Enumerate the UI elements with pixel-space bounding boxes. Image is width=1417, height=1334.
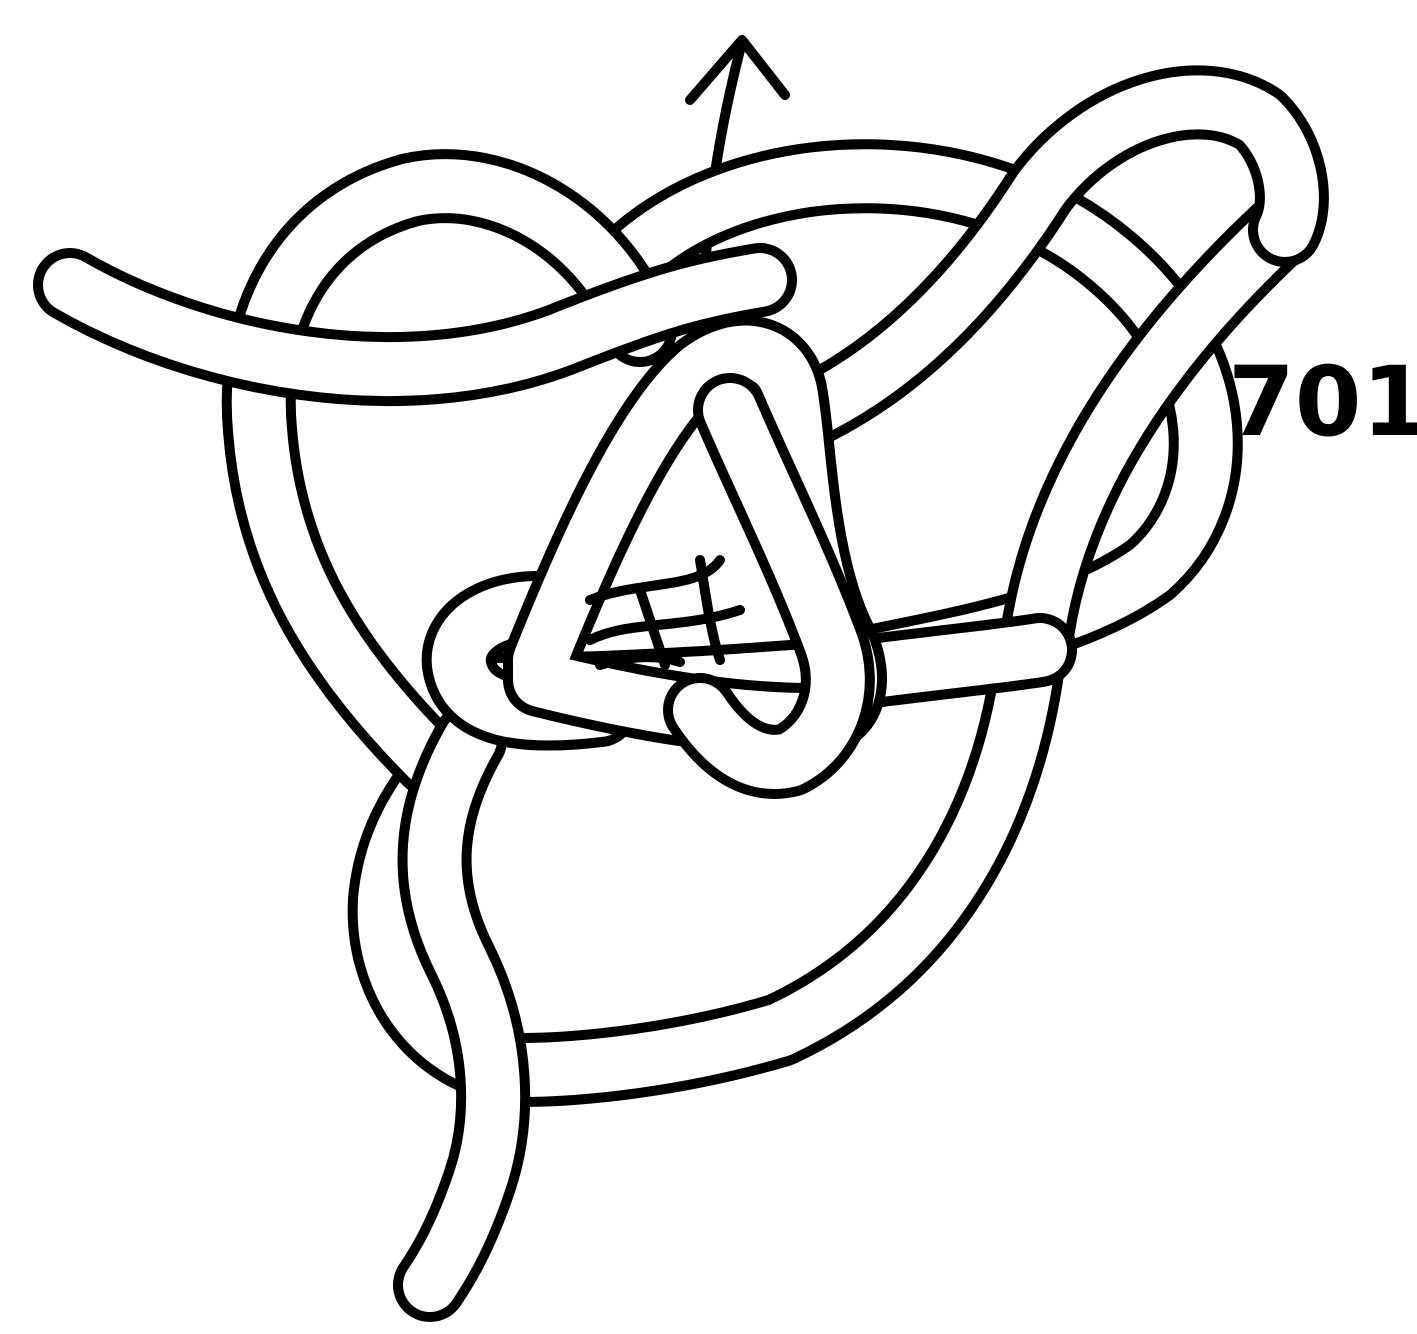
figure-number: 701 <box>1228 346 1417 458</box>
